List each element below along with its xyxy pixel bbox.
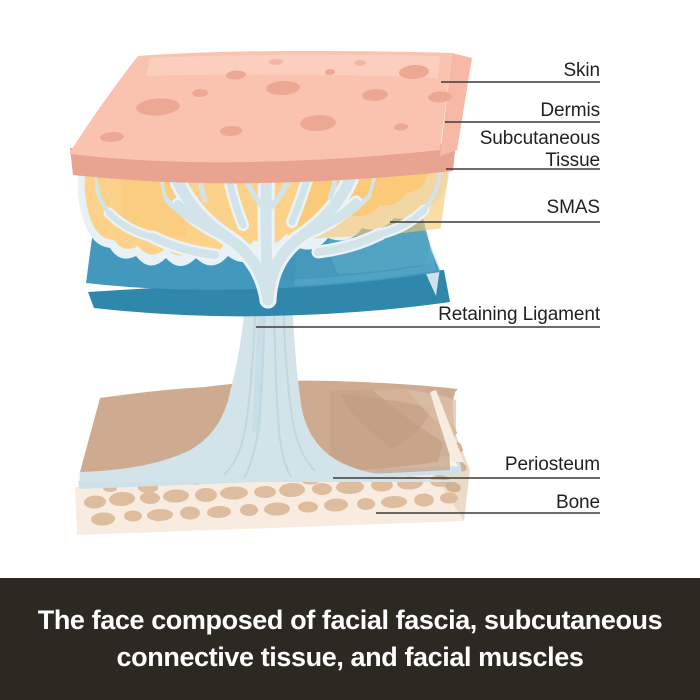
label-smas: SMAS bbox=[546, 197, 601, 218]
skin-layer bbox=[70, 51, 472, 163]
muscle-layer bbox=[80, 380, 464, 477]
label-bone: Bone bbox=[556, 492, 600, 513]
caption-text: The face composed of facial fascia, subc… bbox=[37, 605, 663, 672]
label-retaining: Retaining Ligament bbox=[438, 304, 600, 325]
label-dermis: Dermis bbox=[540, 100, 600, 121]
anatomy-diagram bbox=[70, 51, 600, 535]
skin-pores bbox=[100, 54, 452, 143]
label-skin: Skin bbox=[563, 60, 600, 81]
label-periosteum: Periosteum bbox=[504, 454, 600, 475]
label-subcutaneous: Subcutaneous Tissue bbox=[479, 128, 600, 171]
leader-lines bbox=[256, 81, 600, 514]
caption-bar: The face composed of facial fascia, subc… bbox=[0, 578, 700, 700]
